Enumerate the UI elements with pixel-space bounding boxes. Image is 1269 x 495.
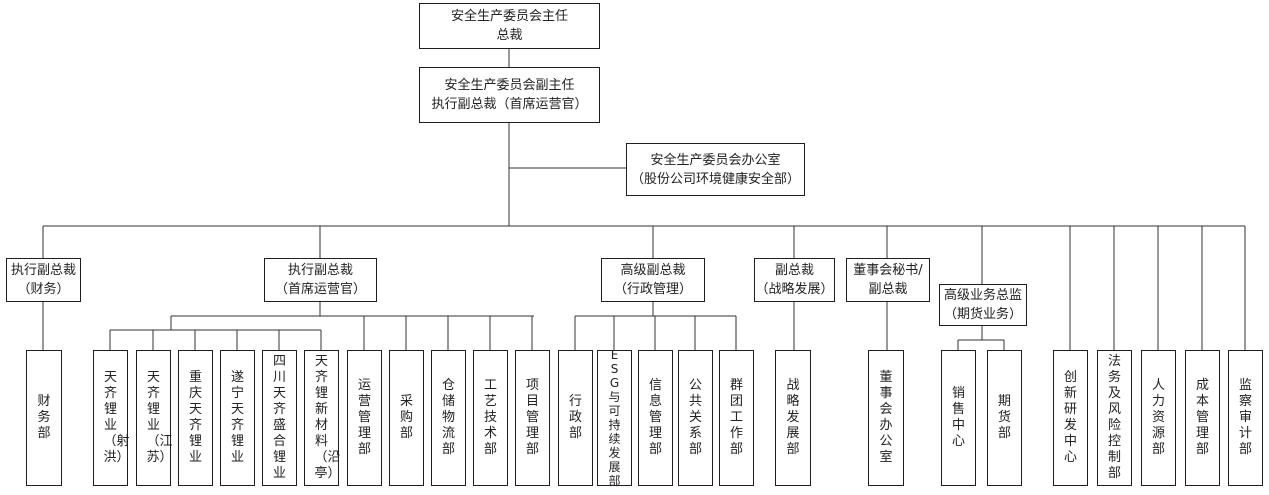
dept-label: 人力资源部 bbox=[1151, 378, 1165, 457]
dept-label: 公共关系部 bbox=[688, 378, 702, 457]
node-evp-finance: 执行副总裁 （财务） bbox=[6, 258, 81, 302]
node-board-secretary-line1: 董事会秘书/ bbox=[853, 263, 923, 278]
dept-box: 销售中心 bbox=[941, 350, 976, 486]
dept-label: 天齐锂新材料（沿亭） bbox=[314, 354, 341, 481]
node-futures-director: 高级业务总监 （期货业务） bbox=[939, 284, 1027, 326]
node-evp-coo-line2: （首席运营官） bbox=[274, 282, 366, 297]
node-vp-strategy-line2: （战略发展） bbox=[755, 282, 834, 297]
node-futures-director-line1: 高级业务总监 bbox=[943, 288, 1022, 303]
dept-box: 群团工作部 bbox=[719, 350, 754, 486]
node-office: 安全生产委员会办公室 （股份公司环境健康安全部） bbox=[626, 143, 805, 196]
dept-box: 项目管理部 bbox=[515, 350, 550, 486]
dept-box: 法务及风险控制部 bbox=[1097, 350, 1132, 486]
dept-label: 行政部 bbox=[568, 394, 582, 441]
node-svp-admin-line2: （行政管理） bbox=[613, 282, 692, 297]
dept-box: 财务部 bbox=[26, 350, 62, 486]
dept-box: 公共关系部 bbox=[678, 350, 713, 486]
dept-label: 四川天齐盛合锂业 bbox=[272, 354, 286, 481]
dept-box: 遂宁天齐锂业 bbox=[220, 350, 255, 486]
node-evp-coo: 执行副总裁 （首席运营官） bbox=[264, 258, 377, 302]
dept-label: 工艺技术部 bbox=[483, 378, 497, 457]
dept-box: 天齐锂业（江苏） bbox=[136, 350, 173, 486]
dept-box: 四川天齐盛合锂业 bbox=[262, 350, 297, 486]
node-vice-chair-line1: 安全生产委员会副主任 bbox=[444, 78, 575, 93]
dept-box: 信息管理部 bbox=[638, 350, 673, 486]
dept-box: 工艺技术部 bbox=[473, 350, 508, 486]
dept-label: 天齐锂业（射洪） bbox=[103, 370, 130, 465]
dept-label: 销售中心 bbox=[951, 386, 965, 449]
dept-box: 创新研发中心 bbox=[1053, 350, 1088, 486]
dept-box: ESG与可持续发展部 bbox=[597, 348, 632, 488]
dept-label: 重庆天齐锂业 bbox=[188, 370, 202, 465]
dept-box: 仓储物流部 bbox=[431, 350, 466, 486]
node-vice-chair-line2: 执行副总裁（首席运营官） bbox=[431, 97, 588, 112]
dept-label: 成本管理部 bbox=[1195, 378, 1209, 457]
node-vp-strategy: 副总裁 （战略发展） bbox=[754, 258, 835, 302]
dept-box: 行政部 bbox=[558, 350, 593, 486]
dept-label: ESG与可持续发展部 bbox=[608, 348, 621, 488]
dept-label: 期货部 bbox=[997, 394, 1011, 441]
node-board-secretary: 董事会秘书/ 副总裁 bbox=[846, 258, 930, 302]
node-evp-finance-line1: 执行副总裁 bbox=[10, 263, 76, 278]
dept-label: 监察审计部 bbox=[1238, 378, 1252, 457]
dept-box: 天齐锂新材料（沿亭） bbox=[304, 350, 341, 486]
dept-label: 财务部 bbox=[37, 394, 51, 441]
dept-box: 运营管理部 bbox=[347, 350, 382, 486]
dept-label: 董事会办公室 bbox=[879, 370, 893, 465]
node-svp-admin-line1: 高级副总裁 bbox=[620, 263, 686, 278]
dept-label: 项目管理部 bbox=[525, 378, 539, 457]
dept-label: 群团工作部 bbox=[729, 378, 743, 457]
dept-label: 信息管理部 bbox=[648, 378, 662, 457]
dept-label: 天齐锂业（江苏） bbox=[146, 370, 173, 465]
node-vice-chair: 安全生产委员会副主任 执行副总裁（首席运营官） bbox=[419, 67, 600, 123]
dept-box: 战略发展部 bbox=[775, 350, 811, 486]
node-evp-finance-line2: （财务） bbox=[17, 282, 70, 297]
dept-box: 重庆天齐锂业 bbox=[178, 350, 213, 486]
dept-label: 遂宁天齐锂业 bbox=[230, 370, 244, 465]
node-vp-strategy-line1: 副总裁 bbox=[774, 263, 814, 278]
dept-label: 采购部 bbox=[399, 394, 413, 441]
connector-subbus bbox=[110, 316, 321, 331]
dept-label: 运营管理部 bbox=[357, 378, 371, 457]
node-svp-admin: 高级副总裁 （行政管理） bbox=[601, 258, 705, 302]
node-top-line2: 总裁 bbox=[496, 28, 523, 43]
node-evp-coo-line1: 执行副总裁 bbox=[287, 263, 353, 278]
dept-label: 创新研发中心 bbox=[1063, 370, 1077, 465]
node-top-line1: 安全生产委员会主任 bbox=[450, 9, 568, 24]
dept-box: 监察审计部 bbox=[1228, 350, 1263, 486]
node-futures-director-line2: （期货业务） bbox=[943, 307, 1022, 322]
dept-box: 采购部 bbox=[389, 350, 424, 486]
dept-box: 期货部 bbox=[987, 350, 1022, 486]
dept-box: 成本管理部 bbox=[1185, 350, 1220, 486]
node-top: 安全生产委员会主任 总裁 bbox=[419, 3, 600, 49]
dept-box: 董事会办公室 bbox=[868, 350, 904, 486]
dept-label: 法务及风险控制部 bbox=[1107, 354, 1121, 481]
node-office-line1: 安全生产委员会办公室 bbox=[650, 152, 781, 168]
dept-label: 战略发展部 bbox=[786, 378, 800, 457]
dept-box: 天齐锂业（射洪） bbox=[93, 350, 130, 486]
dept-box: 人力资源部 bbox=[1141, 350, 1176, 486]
node-office-line2: （股份公司环境健康安全部） bbox=[630, 171, 800, 187]
dept-label: 仓储物流部 bbox=[441, 378, 455, 457]
node-board-secretary-line2: 副总裁 bbox=[868, 282, 908, 297]
